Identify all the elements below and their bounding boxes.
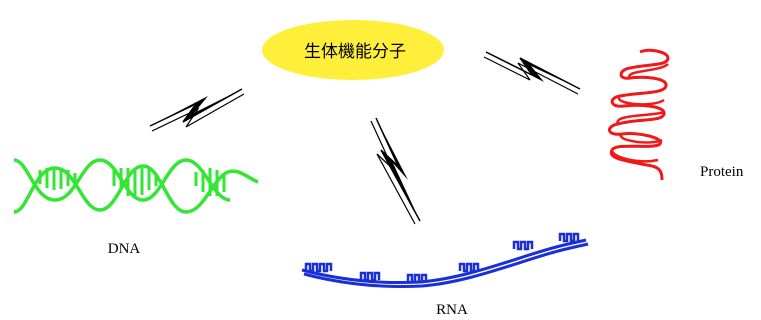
protein-coil-back <box>610 62 669 163</box>
rna-label: RNA <box>436 302 468 318</box>
protein-label: Protein <box>700 164 744 180</box>
rna-loops <box>304 232 580 284</box>
dna-label: DNA <box>108 241 141 257</box>
protein-coil <box>608 48 670 181</box>
center-node: 生体機能分子 <box>262 20 444 80</box>
dna-helix <box>13 158 259 214</box>
rna-backbone <box>301 238 587 284</box>
dna-base-pairs <box>38 168 226 196</box>
protein-helix <box>608 48 670 181</box>
bolt-shape <box>150 89 242 126</box>
rna-backbone-2 <box>303 242 589 288</box>
bolt-center-protein <box>483 51 581 95</box>
center-label: 生体機能分子 <box>304 42 406 62</box>
center-oval <box>262 20 444 80</box>
rna-strand <box>301 232 589 288</box>
bolt-dna-center <box>149 88 245 132</box>
bolt-center-rna <box>370 117 421 225</box>
